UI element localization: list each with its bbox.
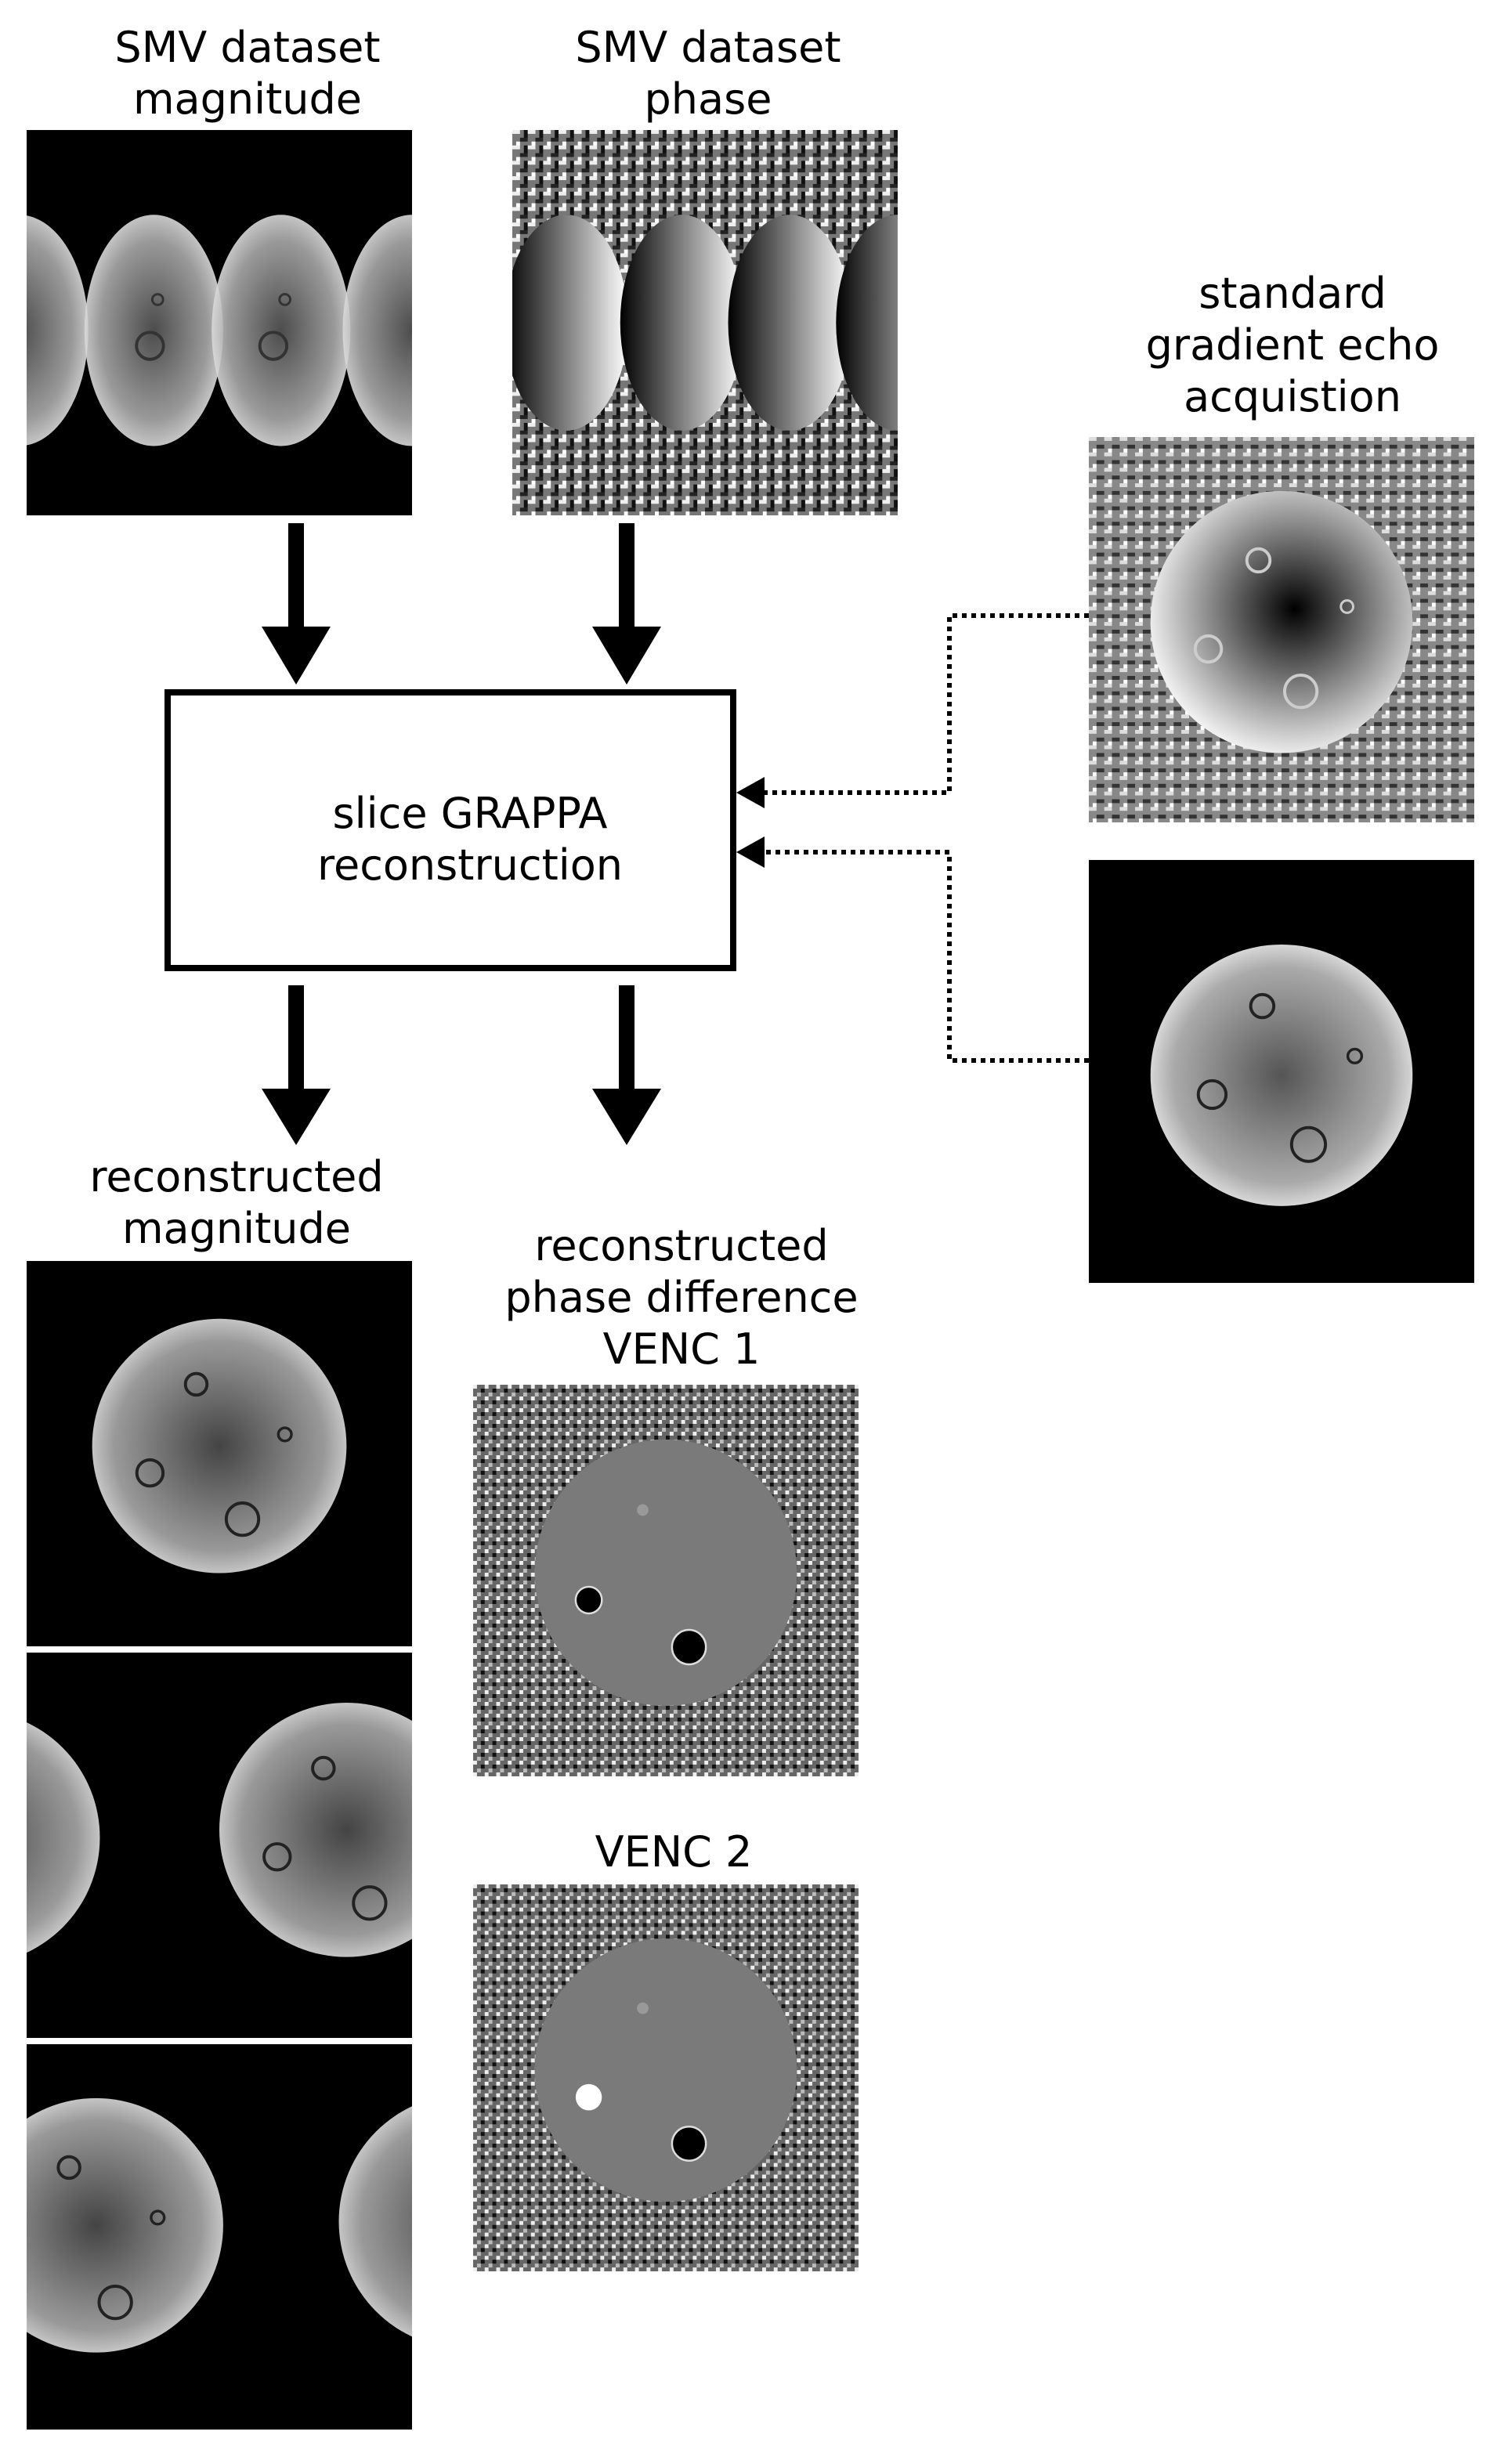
standard-acquisition-magnitude-image (1089, 860, 1474, 1283)
venc2-label: VENC 2 (595, 1827, 753, 1877)
standard-acquisition-label: standard gradient echo acquistion (1145, 269, 1440, 421)
arrow-magnitude-to-box (262, 523, 331, 685)
recon-magnitude-label: reconstructed magnitude (89, 1152, 384, 1253)
arrow-box-to-recon-magnitude (262, 985, 331, 1145)
recon-magnitude-image-3 (27, 2044, 412, 2430)
recon-phase-label: reconstructed phase difference VENC 1 (504, 1221, 859, 1374)
smv-phase-label: SMV dataset phase (575, 23, 841, 124)
recon-phase-venc1-image (473, 1385, 859, 1776)
smv-magnitude-label: SMV dataset magnitude (114, 23, 381, 124)
recon-phase-venc2-image (473, 1884, 859, 2271)
reconstruction-box-label: slice GRAPPA reconstruction (316, 789, 624, 890)
smv-phase-image (512, 130, 898, 515)
arrow-box-to-recon-phase (592, 985, 661, 1145)
recon-magnitude-image-1 (27, 1261, 412, 1646)
recon-magnitude-image-2 (27, 1653, 412, 2038)
smv-magnitude-image (27, 130, 412, 515)
arrow-phase-to-box (592, 523, 661, 685)
dotted-arrow-standard-magnitude (760, 850, 1089, 1063)
dotted-arrow-standard-phase (760, 613, 1089, 795)
standard-acquisition-phase-image (1089, 437, 1474, 822)
